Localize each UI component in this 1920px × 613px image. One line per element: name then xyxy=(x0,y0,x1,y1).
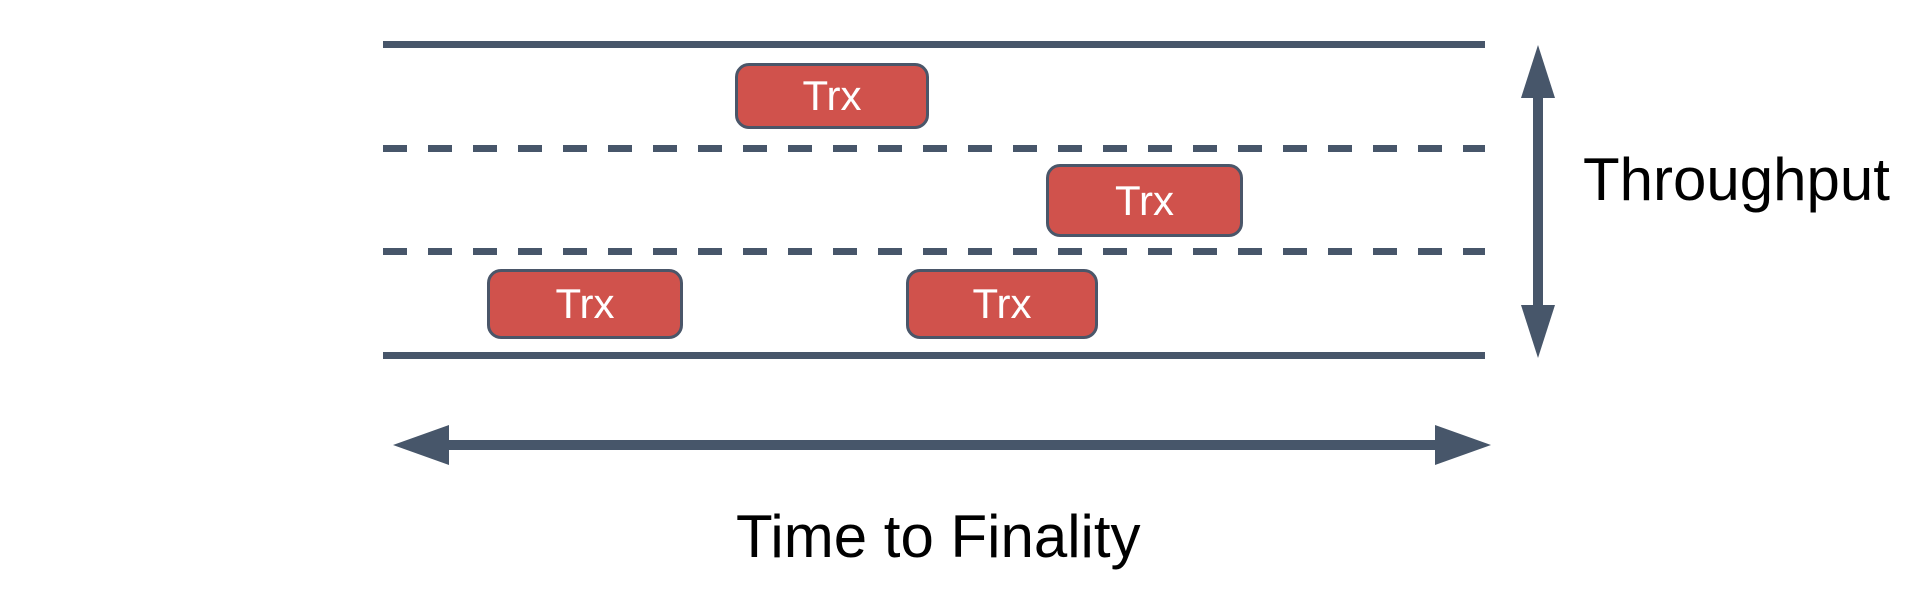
arrowhead-right xyxy=(1435,425,1491,465)
road-bottom-edge-line xyxy=(383,352,1485,359)
arrowhead-left xyxy=(393,425,449,465)
throughput-double-arrow-icon xyxy=(1521,45,1555,358)
lane-divider-1 xyxy=(383,145,1485,152)
time-to-finality-double-arrow-icon xyxy=(393,425,1491,465)
lane-divider-2 xyxy=(383,248,1485,255)
trx-box-label: Trx xyxy=(1114,176,1175,224)
trx-box-label: Trx xyxy=(555,280,615,327)
arrowhead-down xyxy=(1521,305,1555,358)
road-top-edge-line xyxy=(383,41,1485,48)
trx-box-label: Trx xyxy=(802,72,862,119)
trx-box-lane1: Trx xyxy=(735,63,929,129)
trx-box-label: Trx xyxy=(972,280,1032,327)
arrow-shaft xyxy=(1533,95,1543,308)
arrowhead-up xyxy=(1521,45,1555,98)
throughput-label: Throughput xyxy=(1583,146,1890,213)
time-to-finality-label: Time to Finality xyxy=(736,503,1141,570)
trx-box-lane3-right: Trx xyxy=(906,269,1098,339)
arrow-shaft xyxy=(445,440,1439,450)
trx-box-lane3-left: Trx xyxy=(487,269,683,339)
trx-box-lane2: Trx xyxy=(1046,164,1243,237)
